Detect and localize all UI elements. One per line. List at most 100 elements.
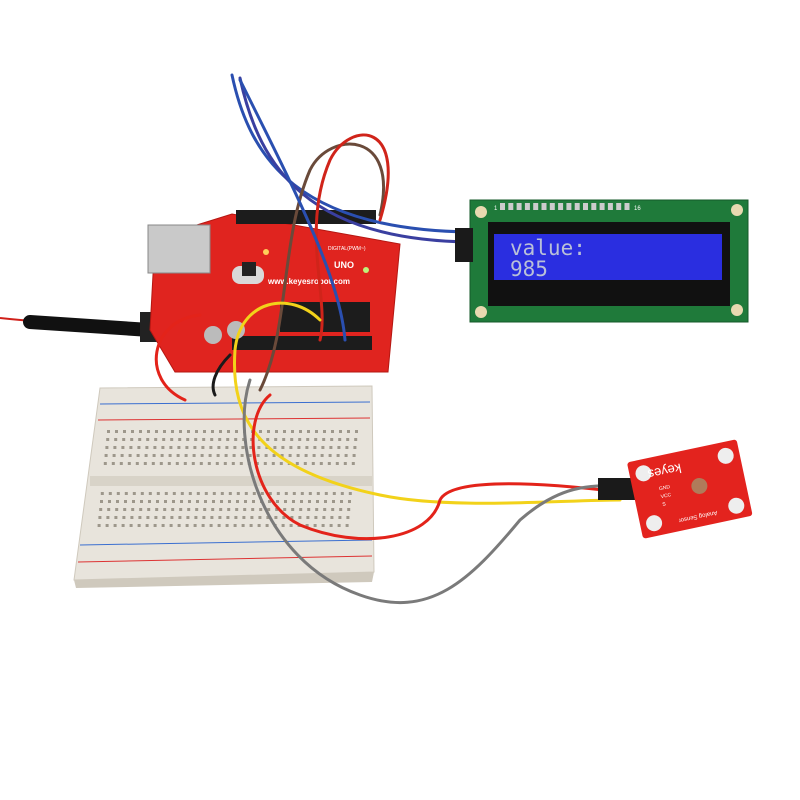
breadboard-hole [195, 508, 199, 511]
breadboard-hole [282, 438, 286, 441]
uno-label: UNO [334, 260, 354, 270]
breadboard-hole [175, 462, 179, 465]
breadboard-hole [155, 430, 158, 433]
analog-header [232, 336, 372, 350]
breadboard-hole [186, 438, 190, 441]
breadboard-hole [164, 500, 167, 503]
breadboard-hole [355, 430, 358, 433]
lcd-pin [516, 203, 522, 210]
url-label: www.keyesrobot.com [267, 277, 350, 286]
breadboard-hole [330, 516, 334, 519]
breadboard-hole [347, 430, 350, 433]
breadboard-hole [212, 500, 215, 503]
breadboard-hole [353, 446, 357, 449]
breadboard-hole [346, 516, 350, 519]
breadboard-hole [240, 454, 244, 457]
breadboard-hole [215, 462, 219, 465]
breadboard-hole [132, 492, 136, 495]
breadboard-hole [268, 492, 272, 495]
breadboard-hole [192, 454, 196, 457]
breadboard-hole [123, 430, 126, 433]
breadboard-hole [119, 462, 123, 465]
breadboard-hole [314, 516, 318, 519]
breadboard-hole [177, 446, 181, 449]
breadboard-hole [113, 446, 117, 449]
breadboard-hole [233, 524, 237, 527]
breadboard-hole [268, 500, 271, 503]
breadboard-hole [154, 516, 158, 519]
breadboard-hole [267, 508, 271, 511]
breadboard-hole [252, 492, 256, 495]
breadboard-hole [114, 438, 118, 441]
breadboard-hole [146, 438, 150, 441]
breadboard-hole [122, 516, 126, 519]
breadboard-hole [340, 492, 344, 495]
lcd-pin [599, 203, 605, 210]
breadboard-hole [159, 462, 163, 465]
breadboard-hole [155, 508, 159, 511]
lcd-pin [591, 203, 597, 210]
breadboard-hole [124, 500, 127, 503]
breadboard-hole [196, 492, 200, 495]
breadboard-hole [188, 500, 191, 503]
breadboard-hole [321, 524, 325, 527]
breadboard-hole [172, 492, 176, 495]
lcd-screen [494, 234, 722, 280]
breadboard-hole [252, 500, 255, 503]
breadboard-hole [202, 438, 206, 441]
breadboard-hole [180, 492, 184, 495]
breadboard-hole [103, 462, 107, 465]
breadboard-hole [345, 524, 349, 527]
breadboard-hole [322, 516, 326, 519]
breadboard-hole [194, 516, 198, 519]
breadboard-hole [289, 446, 293, 449]
breadboard-hole [161, 446, 165, 449]
breadboard-hole [128, 454, 132, 457]
breadboard-hole [323, 508, 327, 511]
breadboard-hole [145, 524, 149, 527]
breadboard-hole [311, 462, 315, 465]
wire-red-power [154, 313, 202, 402]
breadboard-hole [289, 524, 293, 527]
breadboard-hole [169, 524, 173, 527]
brand-label: keyes [646, 461, 683, 483]
breadboard-hole [108, 492, 112, 495]
breadboard-hole [132, 500, 135, 503]
breadboard-hole [116, 492, 120, 495]
breadboard-hole [97, 524, 101, 527]
breadboard-hole [160, 454, 164, 457]
breadboard-hole [218, 516, 222, 519]
breadboard-hole [323, 430, 326, 433]
breadboard-hole [232, 454, 236, 457]
breadboard-hole [283, 430, 286, 433]
breadboard-hole [201, 524, 205, 527]
breadboard-hole [124, 492, 128, 495]
lcd-pin [607, 203, 613, 210]
breadboard-hole [259, 508, 263, 511]
breadboard-hole [105, 446, 109, 449]
breadboard-hole [111, 462, 115, 465]
breadboard-hole [122, 438, 126, 441]
breadboard-hole [107, 430, 110, 433]
breadboard-hole [195, 430, 198, 433]
breadboard-hole [212, 492, 216, 495]
breadboard-hole [217, 524, 221, 527]
breadboard-hole [227, 430, 230, 433]
breadboard-hole [346, 438, 350, 441]
breadboard-hole [193, 446, 197, 449]
breadboard-hole [257, 524, 261, 527]
breadboard-hole [217, 446, 221, 449]
breadboard-hole [170, 516, 174, 519]
breadboard-hole [210, 516, 214, 519]
breadboard-hole [107, 508, 111, 511]
breadboard-hole [234, 516, 238, 519]
breadboard-hole [329, 446, 333, 449]
breadboard-hole [226, 516, 230, 519]
breadboard-hole [244, 492, 248, 495]
breadboard-hole [127, 462, 131, 465]
breadboard-hole [172, 500, 175, 503]
breadboard-hole [274, 516, 278, 519]
breadboard-hole [241, 446, 245, 449]
wire-black [211, 353, 232, 397]
breadboard-hole [324, 492, 328, 495]
